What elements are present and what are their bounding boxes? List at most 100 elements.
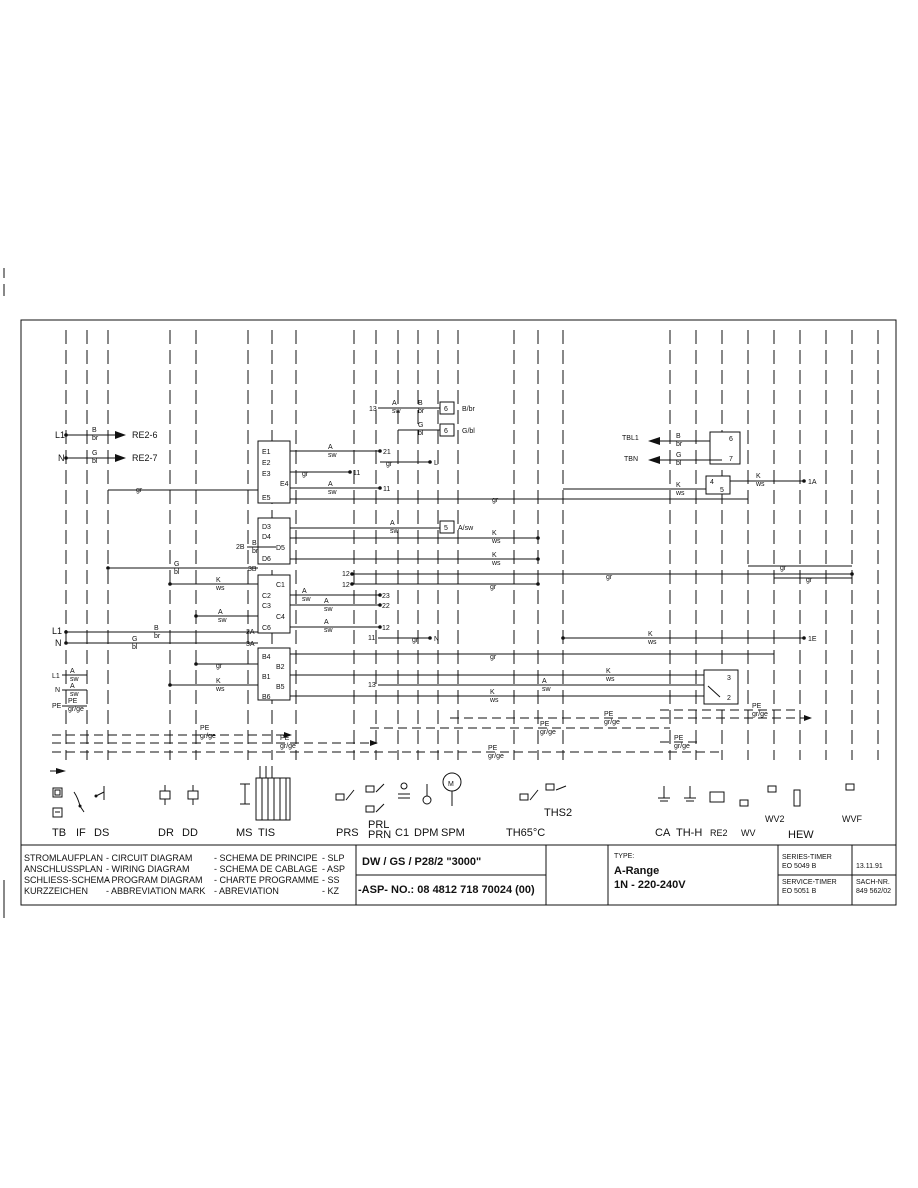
wire-code: ws — [491, 560, 501, 567]
box-label: 5 — [444, 525, 448, 532]
wire-code: K — [648, 631, 653, 638]
contact-b5: B5 — [276, 684, 285, 691]
wire-code: B — [154, 625, 159, 632]
timer-block-e: E1 E2 E3 E4 E5 — [257, 440, 291, 504]
wire-code: gr/ge — [752, 711, 768, 718]
timer-block-d: D3 D4 D5 D6 — [257, 517, 291, 565]
legend-dpm: DPM — [414, 827, 438, 839]
contact-e4: E4 — [280, 481, 289, 488]
legend-prn: PRN — [368, 829, 391, 841]
box-label: 7 — [729, 456, 733, 463]
terminal-n: N — [58, 453, 65, 463]
title-row-en: - PROGRAM DIAGRAM — [106, 875, 203, 885]
wire-code: ws — [675, 490, 685, 497]
contact-d3: D3 — [262, 524, 271, 531]
wire-code: sw — [70, 691, 80, 698]
title-row-abbr: - ASP — [322, 864, 345, 874]
contact-e1: E1 — [262, 449, 271, 456]
wire-code: A — [392, 400, 397, 407]
wire-code: PE — [68, 698, 78, 705]
terminal-12: 12 — [382, 625, 390, 632]
wire-code: gr — [412, 637, 419, 644]
wire-code: gr — [302, 471, 309, 478]
legend-re2: RE2 — [710, 828, 728, 838]
right-12-wiring: 12 gr 12 gr gr gr — [342, 565, 854, 591]
wire-code: PE — [604, 711, 614, 718]
wire-code: K — [492, 530, 497, 537]
title-row-en: - WIRING DIAGRAM — [106, 864, 190, 874]
wire-code: gr — [490, 654, 497, 661]
wire-code: A — [542, 678, 547, 685]
legend-prs: PRS — [336, 827, 359, 839]
wire-code: K — [606, 668, 611, 675]
terminal-2b: 2B — [236, 544, 245, 551]
terminal-12: 12 — [342, 571, 350, 578]
contact-c2: C2 — [262, 593, 271, 600]
title-row-abbr: - SS — [322, 875, 340, 885]
terminal-21: 21 — [383, 449, 391, 456]
terminal-11: 11 — [353, 470, 360, 477]
contact-e2: E2 — [262, 460, 271, 467]
drawing-frame — [20, 319, 897, 906]
terminal-12: 12 — [342, 582, 350, 589]
contact-b4: B4 — [262, 654, 271, 661]
wire-code: gr — [216, 663, 223, 670]
tb-section: TBL1 B br 6 7 TBN G bl 4 5 K ws 1A K ws — [563, 431, 817, 497]
contact-e5: E5 — [262, 495, 271, 502]
box-label: 2 — [727, 695, 731, 702]
terminal-n: N — [55, 687, 60, 694]
sach-label: SACH-NR. — [856, 879, 890, 886]
wire-code: PE — [488, 745, 498, 752]
wire-code: bl — [92, 458, 98, 465]
wire-code: G/bl — [462, 428, 475, 435]
wire-code: br — [92, 435, 99, 442]
wire-code: gr — [490, 584, 497, 591]
wire-code: A — [302, 588, 307, 595]
wire-code: gr/ge — [68, 706, 84, 713]
sach-value: 849 562/02 — [856, 888, 891, 895]
legend-wv2: WV2 — [765, 814, 785, 824]
pe-dashed-lines: PE gr/ge PE gr/ge PE gr/ge PE gr/ge PE g… — [50, 703, 812, 774]
contact-c4: C4 — [276, 614, 285, 621]
main-supply-section: L1 B br 2A N G bl 3A 11 gr N K ws 1E — [52, 625, 817, 651]
wire-code: A — [324, 598, 329, 605]
legend-if: IF — [76, 827, 86, 839]
component-symbols: M — [52, 766, 855, 821]
wire-code: sw — [70, 676, 80, 683]
title-row-fr: - SCHEMA DE PRINCIPE — [214, 853, 318, 863]
title-row-en: - CIRCUIT DIAGRAM — [106, 853, 192, 863]
contact-c6: C6 — [262, 625, 271, 632]
legend-ca: CA — [655, 827, 671, 839]
service-timer-label: SERVICE-TIMER — [782, 879, 837, 886]
legend-spm: SPM — [441, 827, 465, 839]
box-label: 5 — [720, 487, 724, 494]
wire-code: A — [70, 668, 75, 675]
timer-block-b: B4 B2 B1 B5 B6 — [257, 647, 291, 701]
wire-code: G — [92, 450, 97, 457]
contact-d5: D5 — [276, 545, 285, 552]
title-row-de: SCHLIESS-SCHEMA — [24, 875, 110, 885]
wire-code: PE — [674, 735, 684, 742]
terminal-l: L — [434, 460, 438, 467]
legend-wv: WV — [741, 828, 756, 838]
d-block-wiring: A sw 5 A/sw K ws 2B B br K ws — [236, 520, 540, 567]
service-timer-value: EO 5051 B — [782, 888, 817, 895]
wire-code: sw — [390, 528, 400, 535]
wire-code: A — [328, 481, 333, 488]
terminal-13: 13 — [369, 406, 377, 413]
wire-code: ws — [215, 686, 225, 693]
wire-code: ws — [491, 538, 501, 545]
terminal-2a: 2A — [246, 629, 255, 636]
wire-code: gr — [136, 487, 143, 494]
title-row-fr: - CHARTE PROGRAMME — [214, 875, 319, 885]
wire-code: A — [218, 609, 223, 616]
top-center-wiring: 13 A sw B br 6 B/br G bl 6 G/bl — [369, 400, 476, 437]
wire-code: gr — [806, 577, 813, 584]
box-label: 6 — [729, 436, 733, 443]
wire-code: PE — [200, 725, 210, 732]
vertical-bus-lines — [65, 330, 879, 760]
wire-code: ws — [215, 585, 225, 592]
wire-code: K — [756, 473, 761, 480]
title-row-de: ANSCHLUSSPLAN — [24, 864, 103, 874]
